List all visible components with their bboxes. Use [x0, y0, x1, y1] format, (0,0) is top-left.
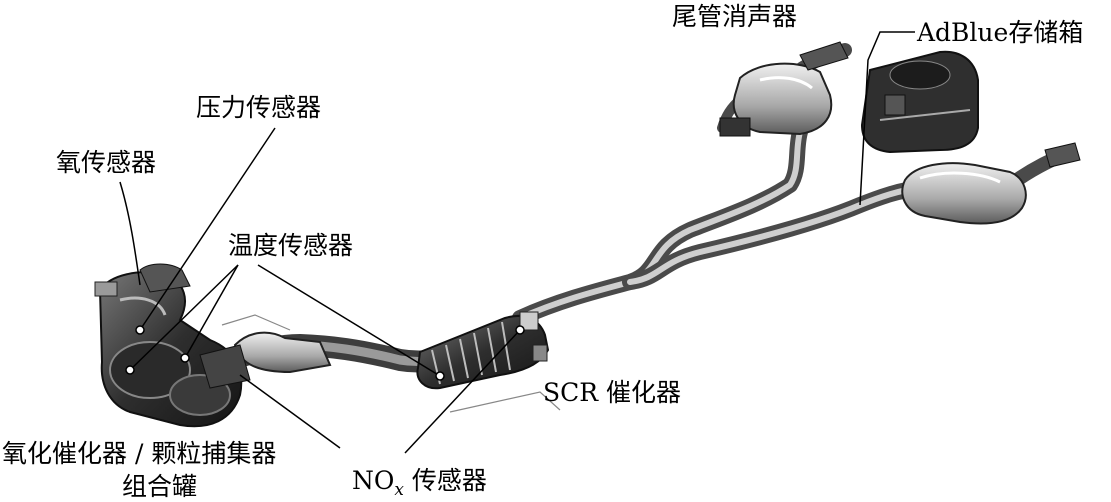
- adblue-tank-body: [860, 50, 979, 154]
- leader-adblue: [859, 31, 915, 206]
- leader-lines: [119, 31, 915, 454]
- label-nox-sensor: NOx 传感器: [352, 468, 487, 499]
- label-nox-rest: 传感器: [403, 466, 487, 495]
- front-pipe: [512, 124, 808, 326]
- rear-muffler-body: [901, 142, 1081, 225]
- label-nox-main: NO: [352, 466, 395, 495]
- label-oxi-dpf-line1: 氧化催化器 / 颗粒捕集器: [2, 439, 277, 468]
- label-temperature-sensor: 温度传感器: [228, 231, 354, 260]
- label-oxygen-sensor: 氧传感器: [56, 148, 157, 177]
- sensor-markers: [125, 325, 525, 381]
- label-pressure-sensor: 压力传感器: [196, 93, 322, 122]
- label-oxi-dpf-line2: 组合罐: [122, 472, 198, 501]
- leader-pressure: [139, 127, 276, 331]
- outline-frame: [221, 314, 561, 413]
- flex-section: [199, 331, 332, 389]
- leader-nox: [404, 329, 521, 454]
- leader-temp-1: [129, 264, 239, 371]
- leader-oxi: [239, 374, 341, 449]
- leader-temp-3: [257, 264, 441, 377]
- label-adblue-tank: AdBlue存储箱: [917, 18, 1084, 47]
- leader-temp-2: [184, 264, 239, 359]
- label-nox-sub: x: [394, 480, 404, 500]
- leader-oxygen: [119, 181, 141, 286]
- label-scr-catalyst: SCR 催化器: [543, 378, 682, 407]
- label-tail-muffler: 尾管消声器: [672, 2, 798, 31]
- oxi-dpf-assembly: [94, 263, 243, 428]
- tail-muffler-body: [719, 41, 849, 137]
